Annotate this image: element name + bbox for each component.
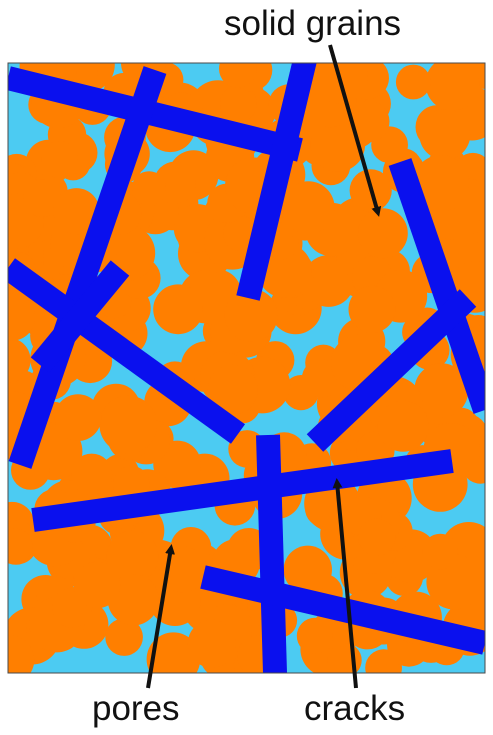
grain — [305, 490, 342, 527]
grain — [425, 57, 479, 111]
grain — [358, 208, 408, 258]
grain — [74, 562, 121, 609]
grain — [99, 396, 157, 454]
grain — [396, 65, 431, 100]
grain — [55, 394, 102, 441]
grain — [419, 109, 470, 160]
grain — [282, 181, 335, 234]
crack — [268, 435, 275, 673]
grain — [41, 141, 78, 178]
grain — [188, 620, 236, 668]
grain — [297, 618, 333, 654]
grain — [219, 50, 257, 88]
grain — [153, 284, 203, 334]
grain — [378, 401, 429, 452]
grain — [358, 519, 395, 556]
grain — [423, 534, 459, 570]
grain — [349, 286, 396, 333]
grain — [132, 171, 166, 205]
